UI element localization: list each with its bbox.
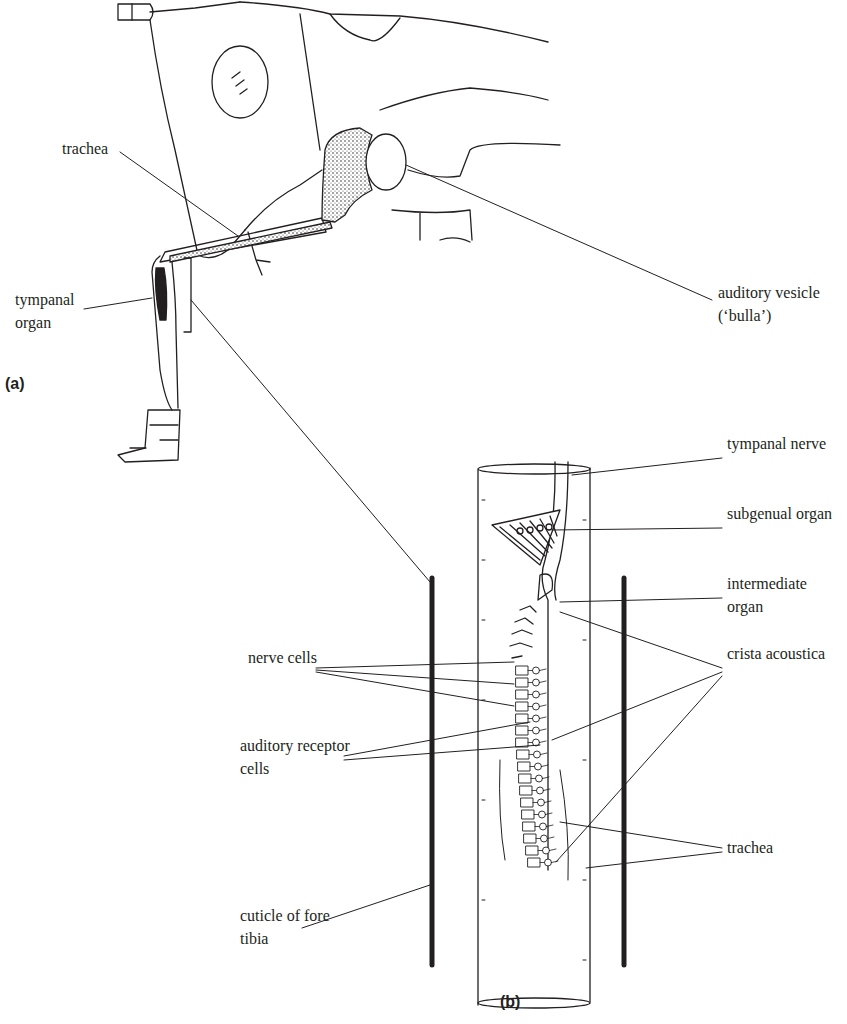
part-label: tympanal nerve (727, 432, 837, 455)
part-label: trachea (727, 836, 837, 859)
panel-letter: (a) (5, 372, 45, 395)
part-label: trachea (62, 137, 152, 160)
part-label: cuticle of fore tibia (240, 904, 340, 950)
panel-letter: (b) (500, 990, 540, 1013)
part-label: auditory vesicle (‘bulla’) (718, 281, 840, 327)
part-label: auditory receptor cells (240, 734, 350, 780)
part-label: nerve cells (248, 646, 318, 669)
part-label: tympanal organ (15, 288, 89, 334)
part-label: intermediate organ (727, 572, 837, 618)
part-label: subgenual organ (727, 502, 837, 525)
part-label: crista acoustica (727, 642, 837, 665)
